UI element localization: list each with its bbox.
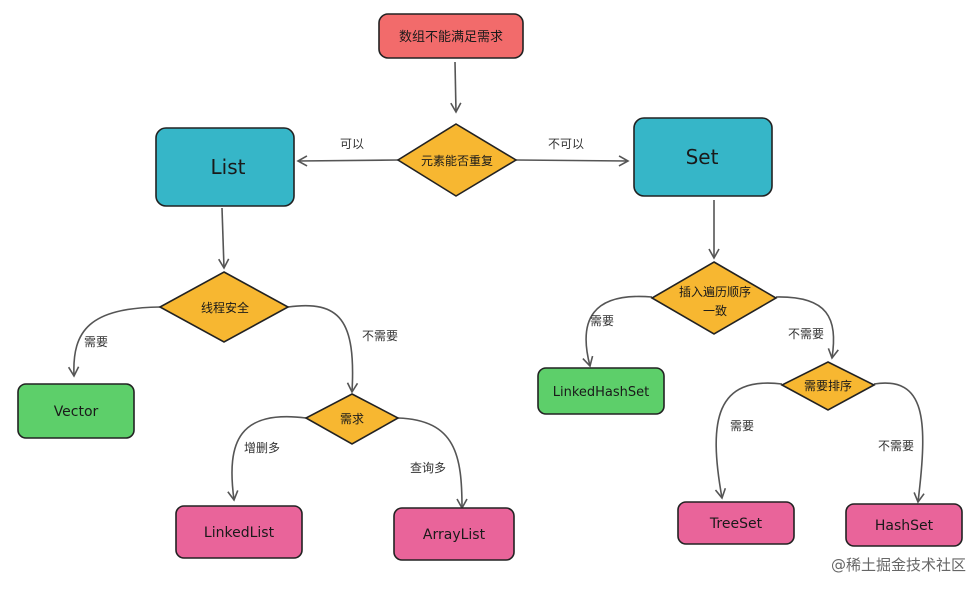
edge-sort-to-treeset — [714, 382, 783, 500]
edge-repeat-to-set — [515, 155, 630, 167]
node-linkedhashset-label: LinkedHashSet — [553, 385, 650, 400]
edge-label-need-vector: 需要 — [84, 335, 108, 349]
node-linkedlist: LinkedList — [175, 505, 303, 559]
edge-order-to-sort — [775, 296, 839, 360]
node-linkedlist-label: LinkedList — [204, 525, 275, 541]
node-treeset-label: TreeSet — [709, 516, 763, 532]
decision-thread-safe-label: 线程安全 — [201, 300, 249, 315]
decision-sort-label: 需要排序 — [804, 378, 852, 393]
edge-order-to-lhs — [582, 295, 653, 368]
decision-demand-label: 需求 — [340, 412, 364, 426]
node-arraylist-label: ArrayList — [423, 527, 486, 543]
decision-sort: 需要排序 — [780, 361, 876, 411]
decision-repeat: 元素能否重复 — [396, 123, 518, 197]
node-root-label: 数组不能满足需求 — [399, 30, 503, 45]
node-treeset: TreeSet — [677, 501, 795, 545]
edge-label-cannot: 不可以 — [548, 137, 584, 151]
decision-thread-safe: 线程安全 — [158, 271, 290, 343]
edge-repeat-to-list — [296, 155, 399, 167]
edge-sort-to-hashset — [873, 382, 925, 504]
edge-label-no-need-hashset: 不需要 — [878, 439, 914, 453]
edge-label-no-need-demand: 不需要 — [362, 329, 398, 343]
decision-demand: 需求 — [304, 393, 400, 445]
edge-thread-to-vector — [67, 306, 161, 378]
node-vector-label: Vector — [54, 404, 99, 420]
decision-repeat-label: 元素能否重复 — [421, 154, 493, 168]
node-hashset: HashSet — [845, 503, 963, 547]
node-vector: Vector — [17, 383, 135, 439]
edge-label-can: 可以 — [340, 137, 364, 151]
node-arraylist: ArrayList — [393, 507, 515, 561]
decision-insert-order-label-2: 一致 — [703, 304, 727, 318]
edge-need-to-linkedlist — [227, 416, 307, 502]
node-root: 数组不能满足需求 — [378, 13, 524, 59]
node-linkedhashset: LinkedHashSet — [537, 367, 665, 415]
edge-label-more-add-delete: 增删多 — [244, 441, 280, 455]
edge-list-to-thread — [218, 207, 230, 270]
edge-label-more-query: 查询多 — [410, 461, 446, 475]
edge-thread-to-need — [287, 304, 359, 394]
edge-label-need-lhs: 需要 — [590, 314, 614, 328]
node-list: List — [155, 127, 295, 207]
edge-root-to-repeat — [450, 61, 462, 114]
node-list-label: List — [211, 155, 246, 179]
edge-label-no-need-sort: 不需要 — [788, 327, 824, 341]
edge-label-need-treeset: 需要 — [730, 419, 754, 433]
edge-need-to-arraylist — [397, 417, 468, 510]
watermark: @稀土掘金技术社区 — [830, 556, 966, 574]
node-set: Set — [633, 117, 773, 197]
decision-insert-order-label-1: 插入遍历顺序 — [679, 284, 751, 299]
node-hashset-label: HashSet — [875, 518, 934, 534]
node-set-label: Set — [686, 145, 719, 169]
decision-insert-order: 插入遍历顺序 一致 — [650, 261, 778, 335]
